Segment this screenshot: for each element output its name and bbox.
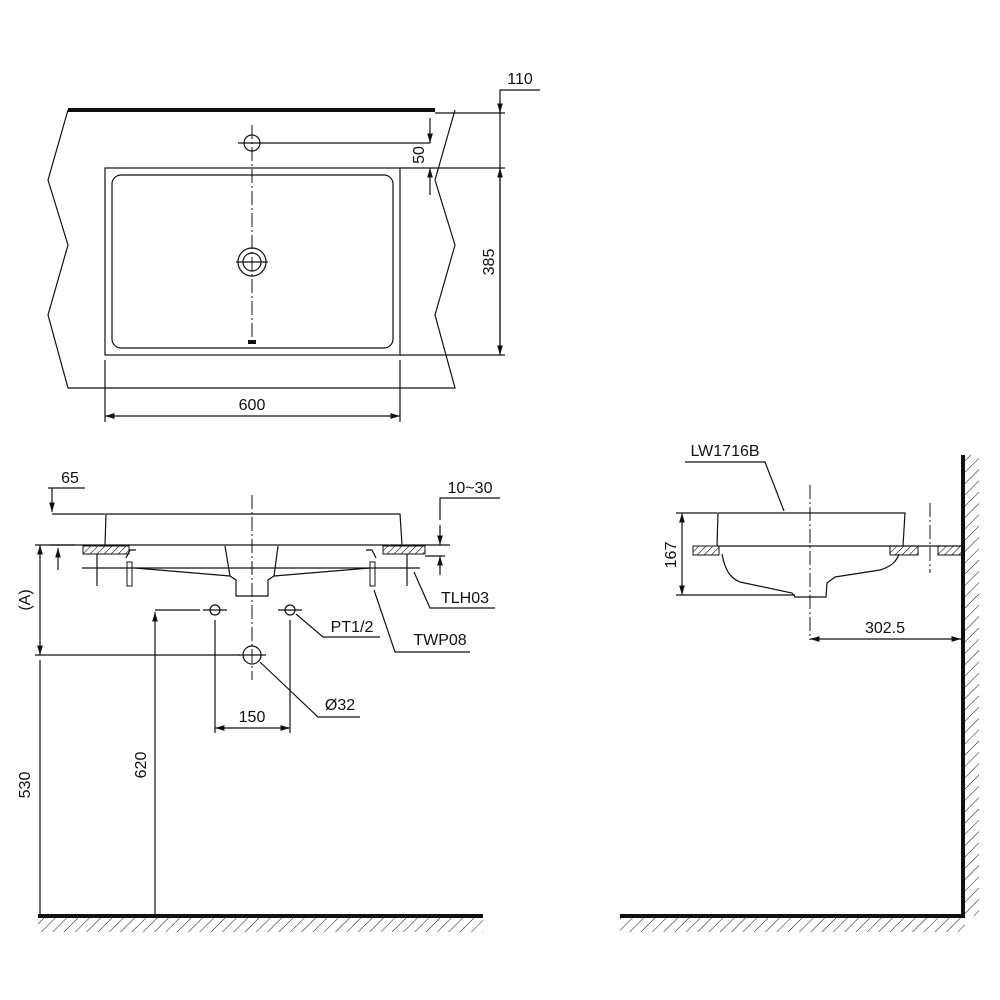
countertop-left	[82, 545, 130, 555]
drain-icon	[236, 247, 268, 277]
dim-110: 110	[507, 71, 533, 88]
supply-hole-right-icon	[278, 604, 302, 616]
overflow-mark	[248, 340, 256, 344]
dim-600: 600	[239, 397, 266, 414]
basin-outer-rim	[104, 167, 401, 356]
countertop-right	[382, 545, 426, 555]
clamp-bolt-icon	[96, 549, 408, 587]
basin-rim-side	[716, 512, 906, 547]
supply-hole-left-icon	[203, 604, 227, 616]
wall-hatch	[965, 455, 979, 916]
label-tlh03: TLH03	[441, 590, 489, 607]
floor-hatch-side	[620, 918, 965, 932]
dim-167: 167	[663, 542, 680, 569]
basin-bowl-side	[721, 553, 900, 598]
drain-outlet-icon	[238, 645, 266, 665]
side-view: 167 302.5 LW1716B	[620, 443, 979, 932]
dim-385: 385	[481, 249, 498, 276]
label-model: LW1716B	[690, 443, 759, 460]
dim-150: 150	[239, 709, 266, 726]
countertop-outline	[47, 109, 456, 389]
top-view: 110 50 385 600	[47, 71, 540, 422]
dim-302-5: 302.5	[865, 620, 905, 637]
faucet-hole-icon	[238, 134, 266, 152]
dim-50: 50	[411, 146, 428, 164]
front-view: 65 10~30 (A) 530 620 150 Ø32 PT1/2 TWP08…	[17, 470, 500, 932]
dim-a: (A)	[17, 589, 34, 610]
floor-hatch	[38, 918, 483, 932]
basin-rim	[104, 513, 403, 546]
dim-620: 620	[133, 752, 150, 779]
dim-530: 530	[17, 772, 34, 799]
label-twp08: TWP08	[413, 632, 466, 649]
label-supply-thread: PT1/2	[331, 619, 374, 636]
dim-10-30: 10~30	[448, 480, 493, 497]
label-drain-diameter: Ø32	[325, 697, 355, 714]
dim-65: 65	[61, 470, 79, 487]
